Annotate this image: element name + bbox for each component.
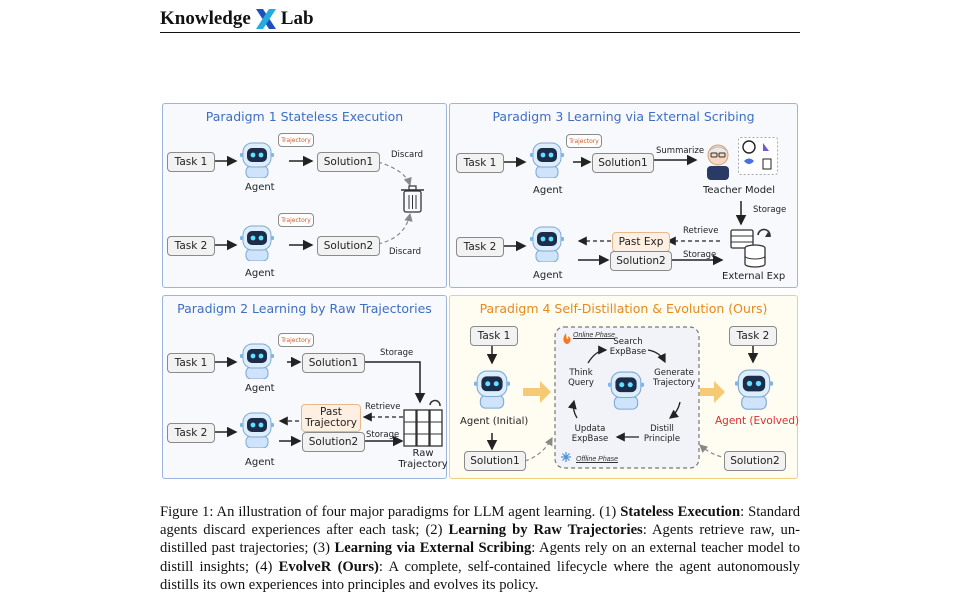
agent-label: Agent [245, 182, 275, 193]
raw-line2: Trajectory [398, 459, 448, 470]
teacher-model-label: Teacher Model [703, 185, 775, 196]
refresh-icon [757, 228, 771, 237]
flame-icon [563, 333, 571, 344]
teacher-model-icon [707, 144, 729, 180]
storage-label: Storage [683, 250, 717, 260]
task2-box: Task 2 [167, 423, 215, 443]
snowflake-icon [561, 452, 571, 462]
retrieve-label: Retrieve [365, 402, 401, 412]
generate-trajectory-step: Generate Trajectory [650, 368, 698, 388]
panel-title: Paradigm 1 Stateless Execution [205, 109, 404, 124]
solution1-box: Solution1 [302, 353, 365, 373]
task2-box: Task 2 [456, 237, 504, 257]
panel-title: Paradigm 4 Self-Distillation & Evolution… [479, 301, 768, 316]
solution2-box: Solution2 [610, 251, 672, 271]
solution1-box: Solution1 [592, 153, 654, 173]
llm-logos-icon [738, 137, 778, 175]
solution2-box: Solution2 [724, 451, 786, 471]
agent-reading-robot-icon [608, 371, 644, 410]
task2-box: Task 2 [729, 326, 777, 346]
distill-line2: Principle [643, 434, 681, 444]
agent-evolved-label: Agent (Evolved) [715, 415, 800, 427]
retrieve-label: Retrieve [683, 226, 719, 236]
task1-box: Task 1 [470, 326, 518, 346]
filing-cabinet-icon [403, 409, 443, 447]
brand: Knowledge Lab [160, 8, 314, 30]
raw-trajectory-label: Raw Trajectory [396, 448, 450, 470]
agent-robot-icon [530, 226, 564, 262]
distill-line1: Distill [650, 424, 674, 434]
database-icon [730, 229, 766, 268]
agent-label: Agent [533, 185, 563, 196]
caption-bold-3: Learning via External Scribing [334, 540, 532, 557]
search-line2: ExpBase [609, 347, 647, 357]
agent-robot-icon [240, 225, 274, 261]
agent-label: Agent [533, 270, 563, 281]
panel-title: Paradigm 3 Learning via External Scribin… [492, 109, 755, 124]
agent-robot-icon [530, 142, 564, 178]
storage-label: Storage [366, 430, 400, 440]
task1-box: Task 1 [167, 353, 215, 373]
brand-right-text: Lab [280, 8, 314, 29]
solution1-box: Solution1 [464, 451, 526, 471]
agent-robot-icon [240, 142, 274, 178]
page-header: Knowledge Lab [160, 6, 800, 33]
generate-line2: Trajectory [653, 378, 695, 388]
panel-title: Paradigm 2 Learning by Raw Trajectories [177, 301, 432, 316]
agent-evolved-robot-icon [735, 369, 773, 410]
think-query-step: Think Query [559, 368, 603, 388]
online-phase-label: Online Phase [573, 332, 616, 339]
caption-text-3: : Agents rely on an external teacher mod… [160, 540, 800, 575]
caption-text-2: : Agents retrieve raw, un-distilled past… [160, 522, 801, 557]
solution1-box: Solution1 [317, 152, 380, 172]
search-line1: Search [613, 337, 643, 347]
caption-prefix: Figure 1: An illustration of four major … [160, 504, 621, 520]
caption-bold-2: Learning by Raw Trajectories [448, 522, 643, 539]
agent-initial-label: Agent (Initial) [460, 416, 529, 427]
agent-initial-robot-icon [474, 370, 510, 409]
distill-principle-step: Distill Principle [640, 424, 684, 444]
summarize-label: Summarize [656, 146, 705, 156]
trajectory-bubble: Trajectory [278, 333, 314, 347]
solution2-box: Solution2 [317, 236, 380, 256]
caption-bold-4: EvolveR (Ours) [278, 558, 379, 575]
external-exp-label: External Exp [722, 271, 786, 282]
generate-line1: Generate [654, 368, 694, 378]
offline-phase-label: Offline Phase [576, 456, 619, 463]
solution2-box: Solution2 [302, 432, 365, 452]
agent-robot-icon [240, 412, 274, 448]
task1-box: Task 1 [167, 152, 215, 172]
caption-bold-1: Stateless Execution [620, 504, 741, 520]
past-exp-box: Past Exp [612, 232, 670, 252]
agent-label: Agent [245, 268, 275, 279]
raw-line1: Raw [412, 448, 434, 459]
search-expbase-step: Search ExpBase [606, 337, 650, 357]
agent-robot-icon [240, 343, 274, 379]
update-expbase-step: Updata ExpBase [567, 424, 613, 444]
discard-label: Discard [391, 150, 423, 160]
update-line1: Updata [574, 424, 606, 434]
figure-connectors [214, 154, 771, 469]
brand-left-text: Knowledge [160, 8, 251, 29]
think-line1: Think [569, 368, 593, 378]
trajectory-bubble: Trajectory [278, 213, 314, 227]
think-line2: Query [568, 378, 594, 388]
storage-label: Storage [753, 205, 787, 215]
storage-label: Storage [380, 348, 414, 358]
past-trajectory-box: Past Trajectory [301, 404, 361, 432]
trash-icon [401, 185, 424, 213]
agent-label: Agent [245, 457, 275, 468]
past-trajectory-line1: Past [320, 406, 342, 418]
task1-box: Task 1 [456, 153, 504, 173]
caption-text-1: : Standard agents discard experiences af… [160, 504, 800, 539]
past-trajectory-line2: Trajectory [305, 417, 357, 429]
agent-label: Agent [245, 383, 275, 394]
figure-caption: Figure 1: An illustration of four major … [160, 503, 800, 594]
trajectory-bubble: Trajectory [278, 133, 314, 147]
x-logo-icon [255, 9, 276, 29]
task2-box: Task 2 [167, 236, 215, 256]
trajectory-bubble: Trajectory [566, 134, 602, 148]
discard-label: Discard [389, 247, 421, 257]
update-line2: ExpBase [571, 434, 609, 444]
